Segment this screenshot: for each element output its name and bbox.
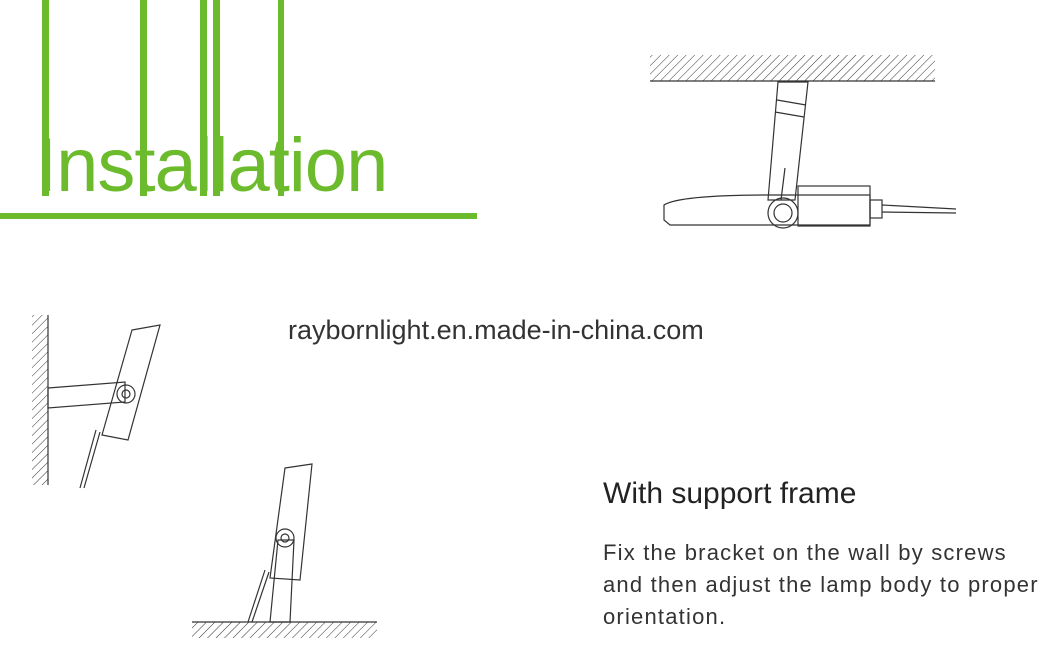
watermark-url: raybornlight.en.made-in-china.com [288, 315, 704, 345]
page-title: Installation [36, 123, 388, 208]
section-heading: With support frame [603, 477, 857, 510]
ceiling-mount-illustration [650, 55, 957, 229]
title-decor-bar [42, 0, 49, 196]
title-underline [0, 213, 477, 219]
ground-mount-illustration [192, 463, 377, 638]
title-decor-bar [213, 0, 220, 196]
title-decor-bar [200, 0, 207, 196]
wall-mount-illustration [32, 315, 161, 489]
title-decor-bar [140, 0, 147, 196]
title-decor-bar [278, 0, 284, 196]
section-body: Fix the bracket on the wall by screws an… [603, 540, 1039, 629]
